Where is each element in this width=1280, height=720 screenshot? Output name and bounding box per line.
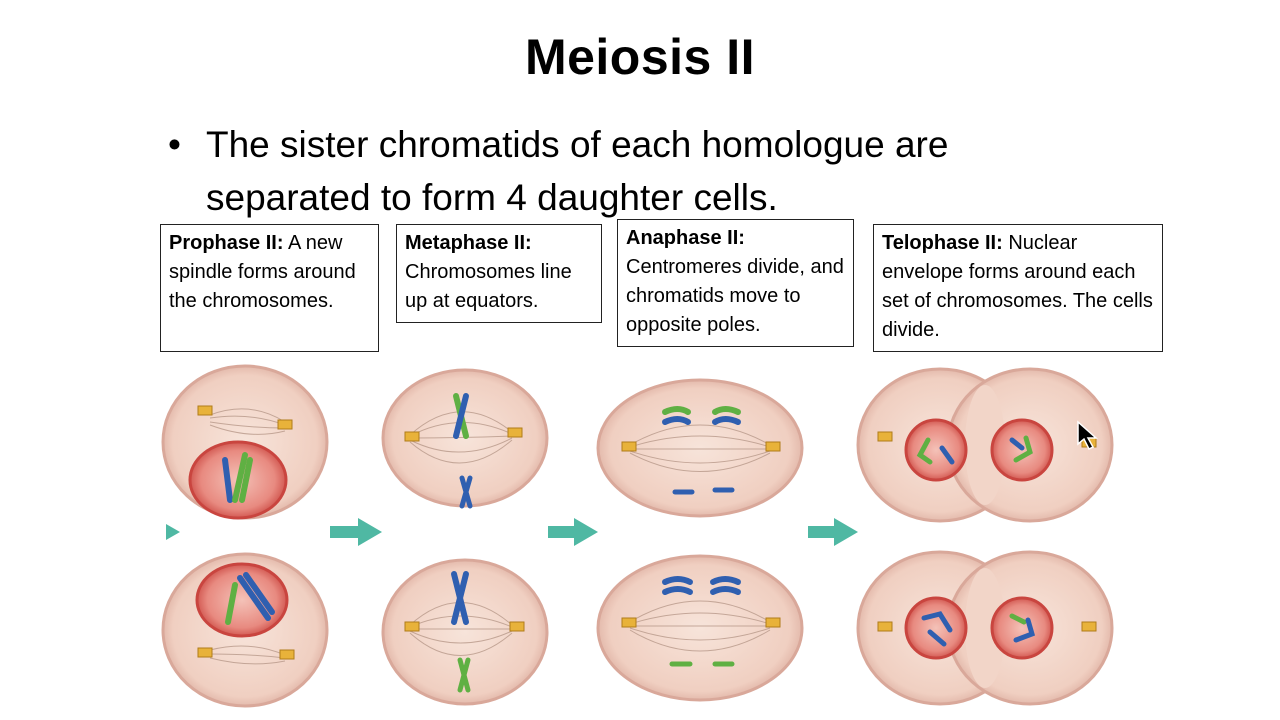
phase-name: Metaphase II:: [405, 232, 532, 254]
centrosome-icon: [507, 427, 523, 438]
centrosome-icon: [877, 431, 893, 442]
chromosome-icon: [225, 572, 275, 625]
phase-name: Prophase II:: [169, 232, 284, 254]
centrosome-icon: [509, 621, 525, 632]
metaphase-cell-top: [381, 368, 549, 509]
centrosome-icon: [765, 617, 781, 628]
anaphase-cell-top: [596, 378, 804, 518]
arrow-icon: [808, 518, 858, 546]
phase-name: Anaphase II:: [626, 227, 745, 249]
centrosome-icon: [621, 441, 637, 452]
centrosome-icon: [404, 621, 420, 632]
telophase-cells-top: [856, 367, 1114, 523]
chromosome-icon: [451, 571, 469, 625]
arrow-icon: [548, 518, 598, 546]
arrow-icon: [330, 518, 382, 546]
centrosome-icon: [279, 649, 295, 660]
nucleus: [904, 418, 968, 482]
chromosome-icon: [222, 452, 253, 503]
phase-description: A new spindle forms around the chromosom…: [169, 232, 356, 312]
metaphase-cell-bottom: [381, 558, 549, 706]
telophase-cells-bottom: [856, 550, 1114, 706]
centrosome-icon: [1081, 621, 1097, 632]
centrosome-icon: [197, 405, 213, 416]
chromosome-icon: [459, 475, 473, 509]
anaphase-ii-caption: Anaphase II: Centromeres divide, and chr…: [617, 219, 854, 347]
phase-description: Chromosomes line up at equators.: [405, 261, 572, 312]
move-cursor-icon: [1077, 420, 1098, 451]
nucleus: [990, 596, 1054, 660]
telophase-ii-caption: Telophase II: Nuclear envelope forms aro…: [873, 224, 1163, 352]
chromosome-icon: [662, 576, 741, 595]
centrosome-icon: [621, 617, 637, 628]
phase-name: Telophase II:: [882, 232, 1003, 254]
slide-title: Meiosis II: [524, 29, 756, 85]
bullet-dot: •: [168, 124, 181, 165]
centrosome-icon: [765, 441, 781, 452]
phase-description: Nuclear envelope forms around each set o…: [882, 232, 1153, 341]
anaphase-cell-bottom: [596, 554, 804, 702]
prophase-cell-top: [161, 364, 329, 520]
chromosome-icon: [453, 393, 469, 439]
prophase-cell-bottom: [161, 552, 329, 708]
centrosome-icon: [277, 419, 293, 430]
chromosome-icon: [921, 611, 1036, 647]
meiosis-ii-illustration: [161, 364, 1114, 708]
centrosome-icon: [877, 621, 893, 632]
phase-description: Centromeres divide, and chromatids move …: [626, 256, 844, 336]
nucleus: [195, 562, 289, 638]
centrosome-icon: [197, 647, 213, 658]
prophase-ii-caption: Prophase II: A new spindle forms around …: [160, 224, 379, 352]
centrosome-icon: [404, 431, 420, 442]
arrow-icon: [166, 524, 180, 540]
chromosome-icon: [457, 657, 471, 693]
chromosome-icon: [916, 435, 1033, 465]
metaphase-ii-caption: Metaphase II: Chromosomes line up at equ…: [396, 224, 602, 323]
bullet-text: The sister chromatids of each homologue …: [206, 124, 949, 218]
chromosome-icon: [672, 487, 735, 495]
nucleus: [904, 596, 968, 660]
chromosome-icon: [662, 406, 741, 425]
